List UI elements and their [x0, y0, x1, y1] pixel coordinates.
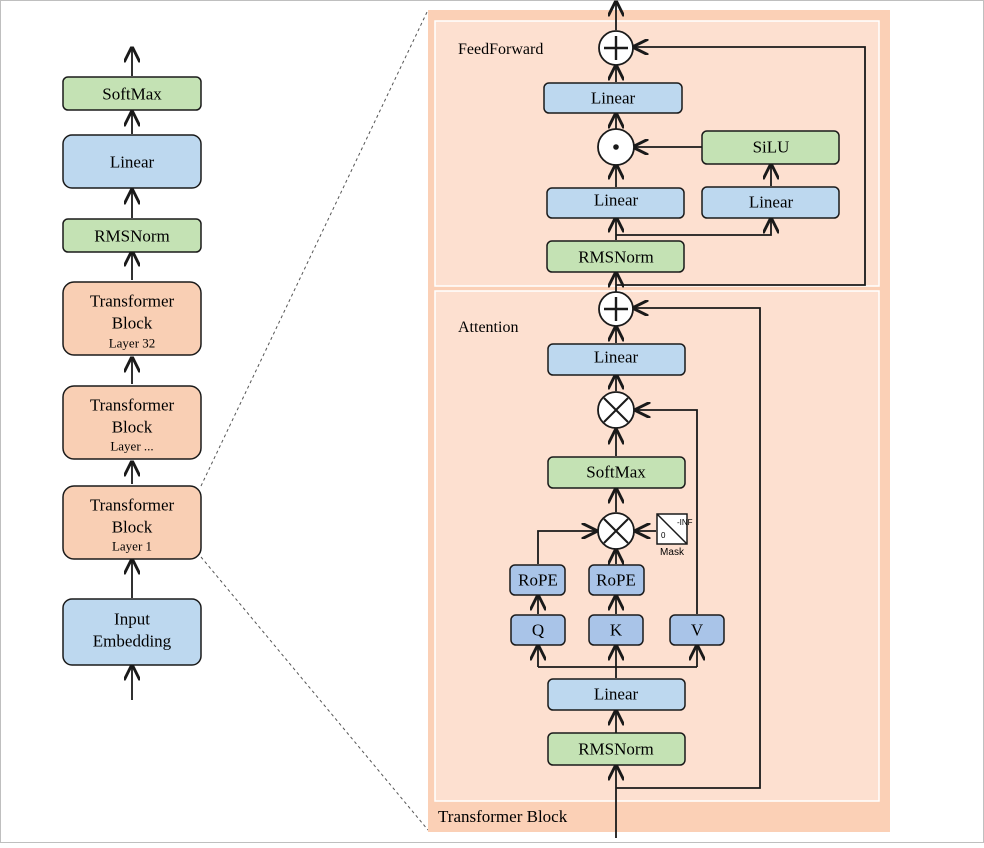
block1-line1: Transformer	[90, 496, 175, 515]
mask-zero-label: 0	[661, 531, 666, 540]
ff-linear-top-label: Linear	[591, 89, 636, 108]
left-embedding-box: Input Embedding	[62, 598, 202, 666]
block1-line3: Layer 1	[112, 539, 152, 554]
silu-box: SiLU	[701, 130, 840, 165]
left-softmax-label: SoftMax	[102, 85, 162, 104]
attn-linear-top-label: Linear	[594, 348, 639, 367]
left-rmsnorm-box: RMSNorm	[62, 218, 202, 253]
attn-add-node	[598, 291, 634, 327]
attn-linear-bottom-box: Linear	[547, 678, 686, 711]
q-box: Q	[510, 614, 566, 646]
ff-rmsnorm-box: RMSNorm	[546, 240, 685, 273]
feedforward-title: FeedForward	[458, 41, 543, 58]
qk-multiply-node	[597, 512, 635, 550]
block32-line1: Transformer	[90, 292, 175, 311]
left-softmax-box: SoftMax	[62, 76, 202, 111]
embedding-line1: Input	[114, 610, 150, 629]
rope-k-label: RoPE	[596, 571, 636, 590]
embedding-line2: Embedding	[93, 632, 172, 651]
attn-linear-bottom-label: Linear	[594, 685, 639, 704]
zoom-line-top	[200, 9, 429, 487]
arrow-v-mult2	[636, 410, 698, 614]
block32-line3: Layer 32	[109, 336, 156, 351]
ff-rmsnorm-label: RMSNorm	[578, 248, 654, 267]
ff-add-node	[598, 30, 634, 66]
rope-q-label: RoPE	[518, 571, 558, 590]
attention-panel	[434, 290, 880, 802]
blockdots-line2: Block	[112, 418, 153, 437]
silu-label: SiLU	[753, 138, 790, 157]
ff-residual-path	[616, 47, 866, 286]
mask-label: Mask	[660, 547, 685, 558]
rope-k-box: RoPE	[588, 564, 645, 596]
attn-softmax-label: SoftMax	[586, 463, 646, 482]
attn-rmsnorm-box: RMSNorm	[547, 732, 686, 766]
left-linear-label: Linear	[110, 153, 155, 172]
panel-title: Transformer Block	[438, 807, 568, 826]
left-rmsnorm-label: RMSNorm	[94, 227, 170, 246]
left-block1-box: Transformer Block Layer 1	[62, 485, 202, 560]
panel-connections	[537, 2, 866, 838]
ff-linear-right-box: Linear	[701, 186, 840, 219]
arrow-ff-rmsnorm-linear-right	[616, 219, 771, 236]
v-box: V	[669, 614, 725, 646]
arrow-ropeq-mult	[537, 531, 596, 564]
rope-q-box: RoPE	[509, 564, 566, 596]
av-multiply-node	[597, 391, 635, 429]
left-blockdots-box: Transformer Block Layer ...	[62, 385, 202, 460]
zoom-line-bottom	[200, 556, 429, 831]
v-label: V	[691, 621, 704, 640]
ff-linear-top-box: Linear	[543, 82, 683, 114]
k-box: K	[588, 614, 644, 646]
attn-rmsnorm-label: RMSNorm	[578, 740, 654, 759]
left-block32-box: Transformer Block Layer 32	[62, 281, 202, 356]
k-label: K	[610, 621, 623, 640]
ff-elementwise-node	[597, 128, 635, 166]
blockdots-line3: Layer ...	[110, 439, 153, 454]
ff-linear-left-label: Linear	[594, 191, 639, 210]
attention-title: Attention	[458, 319, 518, 336]
block32-line2: Block	[112, 314, 153, 333]
ff-linear-right-label: Linear	[749, 193, 794, 212]
attn-linear-top-box: Linear	[547, 343, 686, 376]
q-label: Q	[532, 621, 544, 640]
blockdots-line1: Transformer	[90, 396, 175, 415]
attn-softmax-box: SoftMax	[547, 456, 686, 489]
ff-linear-left-box: Linear	[546, 187, 685, 219]
mask-icon: -INF 0 Mask	[656, 513, 693, 558]
left-linear-box: Linear	[62, 134, 202, 189]
block1-line2: Block	[112, 518, 153, 537]
mask-inf-label: -INF	[677, 518, 693, 527]
attn-residual-path	[616, 308, 761, 789]
